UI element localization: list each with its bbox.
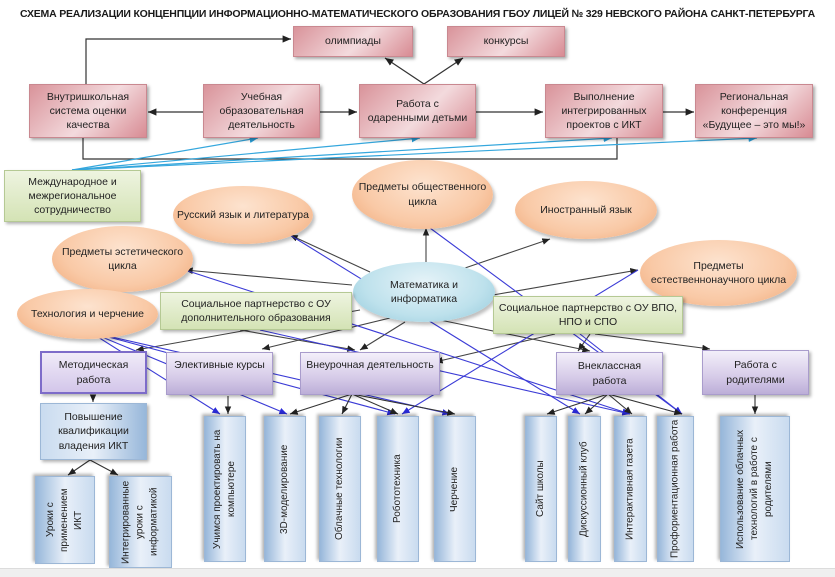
connector-extra-robotics <box>351 393 399 415</box>
3d-modeling-box: 3D-моделирование <box>264 416 306 562</box>
gifted-children-box: Работа с одаренными детьми <box>359 84 476 138</box>
interactive-newspaper-box: Интерактивная газета <box>614 416 647 562</box>
robotics-box: Робототехника <box>377 416 419 562</box>
connector-gifted-olympiads <box>384 57 425 85</box>
quality-system-box: Внутришкольная система оценки качества <box>29 84 147 138</box>
connector-extra-cloud <box>341 393 353 415</box>
connector-quality-projects <box>82 138 618 160</box>
out-of-class-box: Внеклассная работа <box>556 352 663 395</box>
electives-box: Элективные курсы <box>166 352 273 395</box>
integrated-projects-box: Выполнение интегрированных проектов с ИК… <box>545 84 663 138</box>
connector-extra-modeling <box>289 393 353 415</box>
connector-outofclass-website <box>546 393 609 415</box>
ict-qualification-box: Повышение квалификации владения ИКТ <box>40 403 147 460</box>
math-informatics-oval: Математика и информатика <box>353 262 495 322</box>
connector-gifted-contests <box>423 57 464 85</box>
connector-intl-projects <box>71 134 613 171</box>
connector-outofclass-career <box>607 393 683 416</box>
contests-box: конкурсы <box>447 26 565 57</box>
school-website-box: Сайт школы <box>525 416 557 562</box>
partnership-additional-box: Социальное партнерство с ОУ дополнительн… <box>160 292 352 330</box>
connector-intl-edu <box>71 135 259 171</box>
connector-quality-olympiads <box>85 35 291 84</box>
connector-qualification-integrated <box>89 459 119 476</box>
foreign-language-oval: Иностранный язык <box>515 181 657 239</box>
ict-lessons-box: Уроки с применением ИКТ <box>35 476 95 564</box>
cloud-technologies-box: Облачные технологии <box>319 416 361 562</box>
drawing-box: Черчение <box>434 416 476 562</box>
connector-partner-extracurricular <box>239 329 356 352</box>
aesthetic-subjects-oval: Предметы эстетического цикла <box>52 226 193 292</box>
russian-language-oval: Русский язык и литература <box>173 186 313 244</box>
social-subjects-oval: Предметы общественного цикла <box>352 160 493 229</box>
connector-higher-outofclass <box>577 333 591 352</box>
design-on-computer-box: Учимся проектировать на компьютере <box>204 416 246 562</box>
bottom-border <box>0 568 835 577</box>
connector-math-aesthetic <box>184 267 353 286</box>
methodical-work-box: Методическая работа <box>40 351 147 394</box>
extracurricular-box: Внеурочная деятельность <box>300 352 440 395</box>
connector-higher-extracurricular <box>434 333 556 364</box>
educational-activity-box: Учебная образовательная деятельность <box>203 84 320 138</box>
connector-math-foreign <box>464 238 551 269</box>
connector-math-russian <box>289 234 371 273</box>
integrated-lessons-box: Интегрированные уроки с информатикой <box>109 476 172 568</box>
connector-math-natural <box>492 268 639 296</box>
parents-work-box: Работа с родителями <box>702 350 809 395</box>
international-cooperation-box: Международное и межрегиональное сотрудни… <box>4 170 141 222</box>
connector-math-extracurricular <box>359 321 406 351</box>
career-guidance-box: Профориентационная работа <box>657 416 694 562</box>
cloud-with-parents-box: Использование облачных технологий в рабо… <box>720 416 790 562</box>
connector-intl-gifted <box>71 135 421 171</box>
discussion-club-box: Дискуссионный клуб <box>568 416 601 562</box>
partnership-higher-box: Социальное партнерство с ОУ ВПО, НПО и С… <box>493 296 683 334</box>
technology-drawing-oval: Технология и черчение <box>17 289 158 339</box>
connector-outofclass-discussion <box>584 393 609 415</box>
natural-science-oval: Предметы естественнонаучного цикла <box>640 240 797 306</box>
connector-outofclass-newspaper <box>607 393 633 415</box>
connector-higher-parents <box>594 333 711 352</box>
connector-qualification-ict <box>67 459 91 476</box>
connector-extra-drawing <box>351 393 456 416</box>
olympiads-box: олимпиады <box>293 26 413 57</box>
regional-conference-box: Региональная конференция «Будущее – это … <box>695 84 813 138</box>
diagram-title: СХЕМА РЕАЛИЗАЦИИ КОНЦЕНПЦИИ ИНФОРМАЦИОНН… <box>19 8 816 20</box>
